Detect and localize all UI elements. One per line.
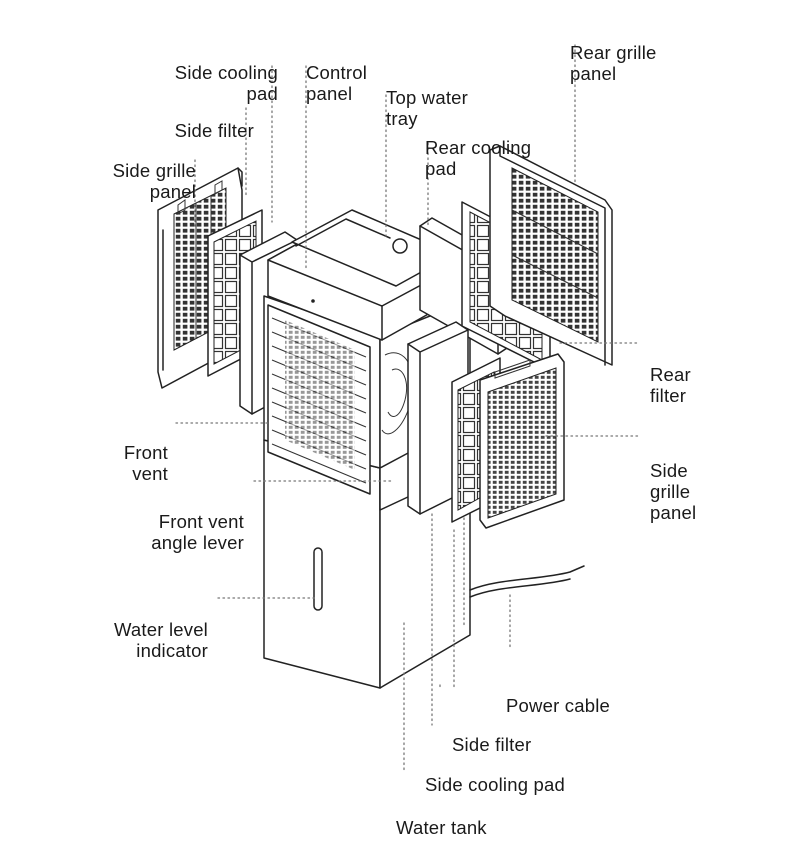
label-side-cooling-pad-bottom: Side cooling pad <box>425 774 565 795</box>
label-water-tank: Water tank <box>396 817 487 838</box>
power-cable-part <box>469 565 585 591</box>
label-side-filter-bottom: Side filter <box>452 734 532 755</box>
leader-lines <box>175 44 641 771</box>
side-grille-panel-right-part <box>479 353 565 529</box>
label-power-cable: Power cable <box>506 695 611 716</box>
rear-grille-panel-part <box>489 145 613 366</box>
exploded-air-cooler-diagram <box>157 44 641 771</box>
label-side-filter-top: Side filter <box>174 120 254 141</box>
